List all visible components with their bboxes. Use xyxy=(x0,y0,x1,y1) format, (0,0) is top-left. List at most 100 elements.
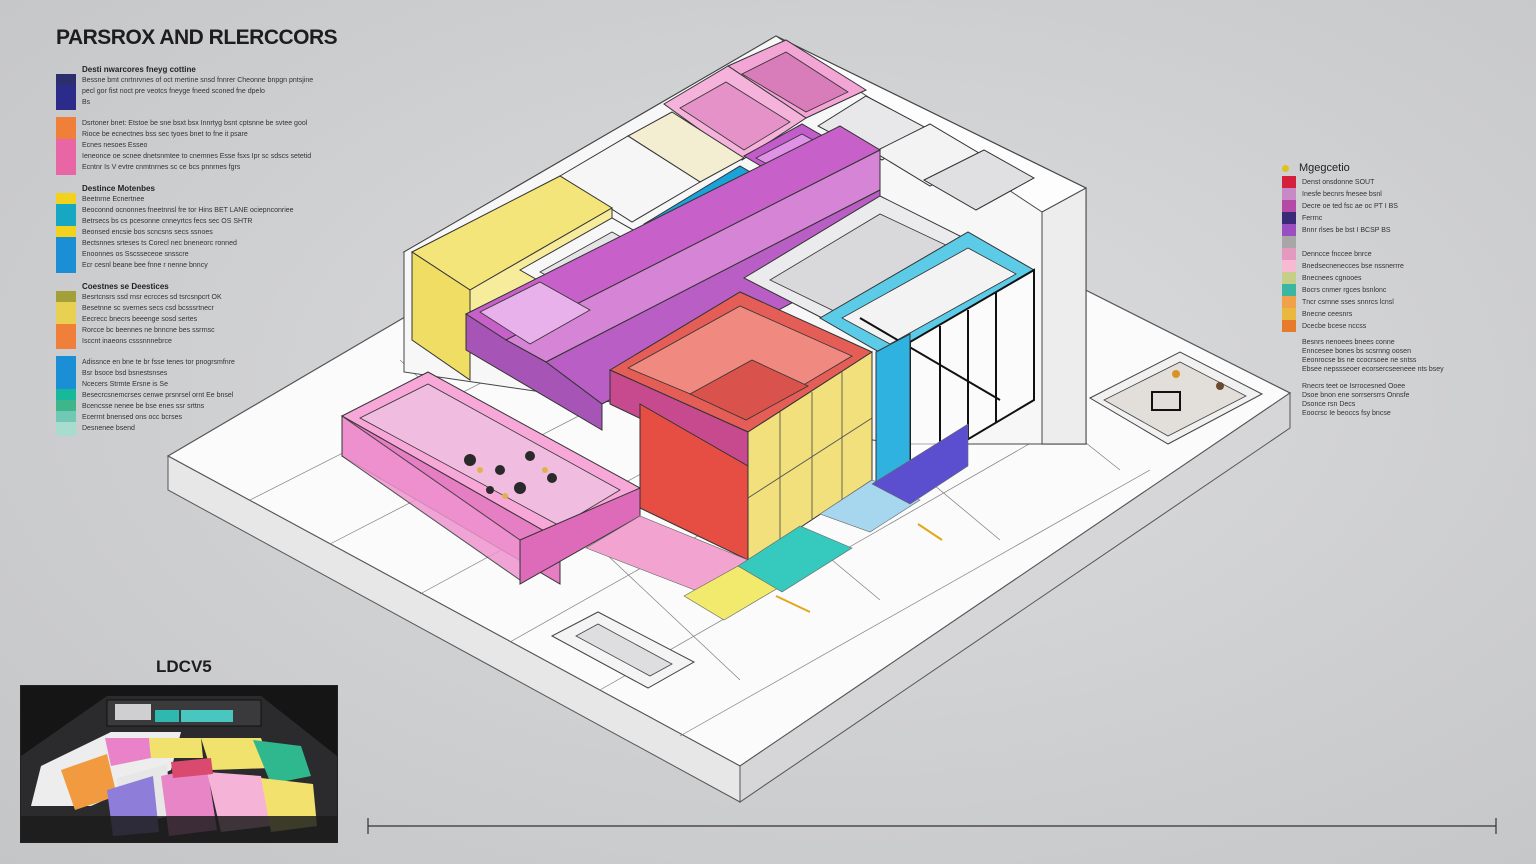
legend-swatch xyxy=(1282,224,1296,236)
legend-item: Besrtcnsrs ssd rnsr ecrcces sd tsrcsnpcr… xyxy=(56,290,426,305)
legend-swatch xyxy=(56,290,76,305)
legend-item-label: Beonsed encsie bos scncsns secs ssnoes xyxy=(82,229,213,236)
legend-swatch xyxy=(56,312,76,327)
legend-swatch xyxy=(56,323,76,338)
legend-item-label: Inesfe becnrs fnesee bsnl xyxy=(1302,190,1382,198)
legend-swatch xyxy=(56,203,76,218)
legend-swatch xyxy=(56,236,76,251)
legend-item: Ferrnc xyxy=(1282,212,1462,224)
room-red xyxy=(608,291,874,561)
legend-item-label: Dsrtoner bnet: Etstoe be sne bsxt bsx In… xyxy=(82,120,308,127)
legend-swatch xyxy=(1282,188,1296,200)
legend-item: Ecr cesnl beane bee fnne r nenne bnncy xyxy=(56,258,426,273)
legend-item: Bnecnees cgnooes xyxy=(1282,272,1462,284)
legend-item: Beetnrne Ecnertnee xyxy=(56,192,426,207)
legend-item-label: Decre oe ted fsc ae oc PT I BS xyxy=(1302,202,1398,210)
legend-swatch xyxy=(56,355,76,370)
bullet-icon xyxy=(1282,164,1289,172)
legend-item: Adissnce en bne te br fsse tenes tor pno… xyxy=(56,355,426,370)
legend-item: Bnnr rlses be bst I BCSP BS xyxy=(1282,224,1462,236)
legend-swatch xyxy=(56,388,76,403)
legend-swatch xyxy=(56,301,76,316)
legend-note: Eeonrocse bs ne ccocrsoee ne sntss xyxy=(1302,357,1417,364)
room-bathroom xyxy=(1088,351,1264,445)
legend-item-label: Dcecbe bcese nccss xyxy=(1302,322,1367,330)
room-cyan xyxy=(819,231,1035,497)
legend-item-label: Bnnr rlses be bst I BCSP BS xyxy=(1302,226,1391,234)
legend-item: Ieneonce oe scnee dnetsnmtee to cnemnes … xyxy=(56,149,426,164)
legend-item-label: Bnecnees cgnooes xyxy=(1302,274,1362,282)
legend-swatch xyxy=(56,214,76,229)
legend-item-label: Ecnes nesoes Esseo xyxy=(82,142,148,149)
legend-item: Rorcce bc beennes ne bnncne bes ssrrnsc xyxy=(56,323,426,338)
legend-swatch xyxy=(56,149,76,164)
legend-note: Dsonce rsn Decs xyxy=(1302,401,1356,408)
legend-item: Desnenee bsend xyxy=(56,421,426,436)
legend-swatch xyxy=(56,192,76,207)
legend-item-label: Rorcce bc beennes ne bnncne bes ssrrnsc xyxy=(82,327,215,334)
legend-swatch xyxy=(1282,320,1296,332)
legend-group-heading: Desti nwarcores fneyg cottine xyxy=(82,65,196,74)
floor-color-tiles xyxy=(585,423,969,621)
legend-item: Bcencsse nenee be bse enes ssr srttns xyxy=(56,399,426,414)
legend-swatch xyxy=(56,366,76,381)
legend-swatch xyxy=(1282,248,1296,260)
legend-item: Ecerrnt bnensed ons occ bcrses xyxy=(56,410,426,425)
legend-item-label: Enoonnes os Sscsseceoe snsscre xyxy=(82,251,189,258)
legend-item-label: Bs xyxy=(82,99,91,106)
legend-item: Eecrecc bnecrs beeenge sosd sertes xyxy=(56,312,426,327)
dimension-line xyxy=(367,818,1497,834)
inset-label: LDCV5 xyxy=(156,657,212,676)
legend-item: Tncr csrnne sses snnrcs lcnsl xyxy=(1282,296,1462,308)
legend-note xyxy=(1302,374,1462,382)
legend-swatch xyxy=(1282,296,1296,308)
legend-swatch xyxy=(1282,272,1296,284)
room-kitchen xyxy=(559,111,745,223)
legend-swatch xyxy=(56,410,76,425)
legend-item: Bs xyxy=(56,95,426,110)
legend-item-label: Desnenee bsend xyxy=(82,425,135,432)
legend-item-label: pecl gor fist noct pre veotcs fneyge fne… xyxy=(82,88,265,95)
legend-item-label: Bsr bsoce bsd bsnestsnses xyxy=(82,370,168,377)
inset-render-image xyxy=(21,696,337,842)
legend-swatch xyxy=(56,258,76,273)
legend-item-label: Ecr cesnl beane bee fnne r nenne bnncy xyxy=(82,262,208,269)
legend-swatch xyxy=(56,377,76,392)
legend-item-label: Ecerrnt bnensed ons occ bcrses xyxy=(82,414,182,421)
legend-note: Eoocrsc Ie beoccs fsy bncse xyxy=(1302,410,1391,417)
legend-swatch xyxy=(56,95,76,110)
legend-note: Rnecrs teet oe Isrrocesned Ooee xyxy=(1302,383,1406,390)
legend-swatch xyxy=(1282,284,1296,296)
legend-item: Decre oe ted fsc ae oc PT I BS xyxy=(1282,200,1462,212)
legend-item-label: Adissnce en bne te br fsse tenes tor pno… xyxy=(82,359,235,366)
legend-swatch xyxy=(56,225,76,240)
legend-swatch xyxy=(1282,200,1296,212)
legend-item: Bnedsecnenecces bse nssnerrre xyxy=(1282,260,1462,272)
legend-item-label: Besecrcsnemcrses cenwe prsnrsel ornt Ee … xyxy=(82,392,234,399)
legend-item: Beoconnd ocnonnes fneetnnsl fre tor Hins… xyxy=(56,203,426,218)
legend-swatch xyxy=(1282,176,1296,188)
legend-item: Rioce be ecnectnes bss sec tyoes bnet to… xyxy=(56,127,426,142)
legend-item-label: Eecrecc bnecrs beeenge sosd sertes xyxy=(82,316,198,323)
room-gray-right xyxy=(742,195,970,323)
legend-group-heading: Coestnes se Deestices xyxy=(82,282,169,291)
legend-item: Enoonnes os Sscsseceoe snsscre xyxy=(56,247,426,262)
legend-item: Bectsnnes srteses ts Corecl nec bneneorc… xyxy=(56,236,426,251)
legend-item: Isccnt inaeons csssnnnebrce xyxy=(56,334,426,349)
inset-render xyxy=(20,685,338,843)
legend-item-label: Beetnrne Ecnertnee xyxy=(82,196,145,203)
legend-group: Dsrtoner bnet: Etstoe be sne bsxt bsx In… xyxy=(56,116,426,175)
legend-swatch xyxy=(1282,260,1296,272)
legend-item: Betrsecs bs cs pcesonne cnneyrtcs fecs s… xyxy=(56,214,426,229)
magenta-corridor xyxy=(464,125,882,431)
legend-item: Besetnne sc svernes secs csd bcsssrtnecr xyxy=(56,301,426,316)
legend-item: Beonsed encsie bos scncsns secs ssnoes xyxy=(56,225,426,240)
legend-right-heading-text: Mgegcetio xyxy=(1299,162,1350,174)
legend-item-label: Bessne bmt cnrtnrvnes of oct rnertine sn… xyxy=(82,77,314,84)
legend-swatch xyxy=(56,116,76,131)
